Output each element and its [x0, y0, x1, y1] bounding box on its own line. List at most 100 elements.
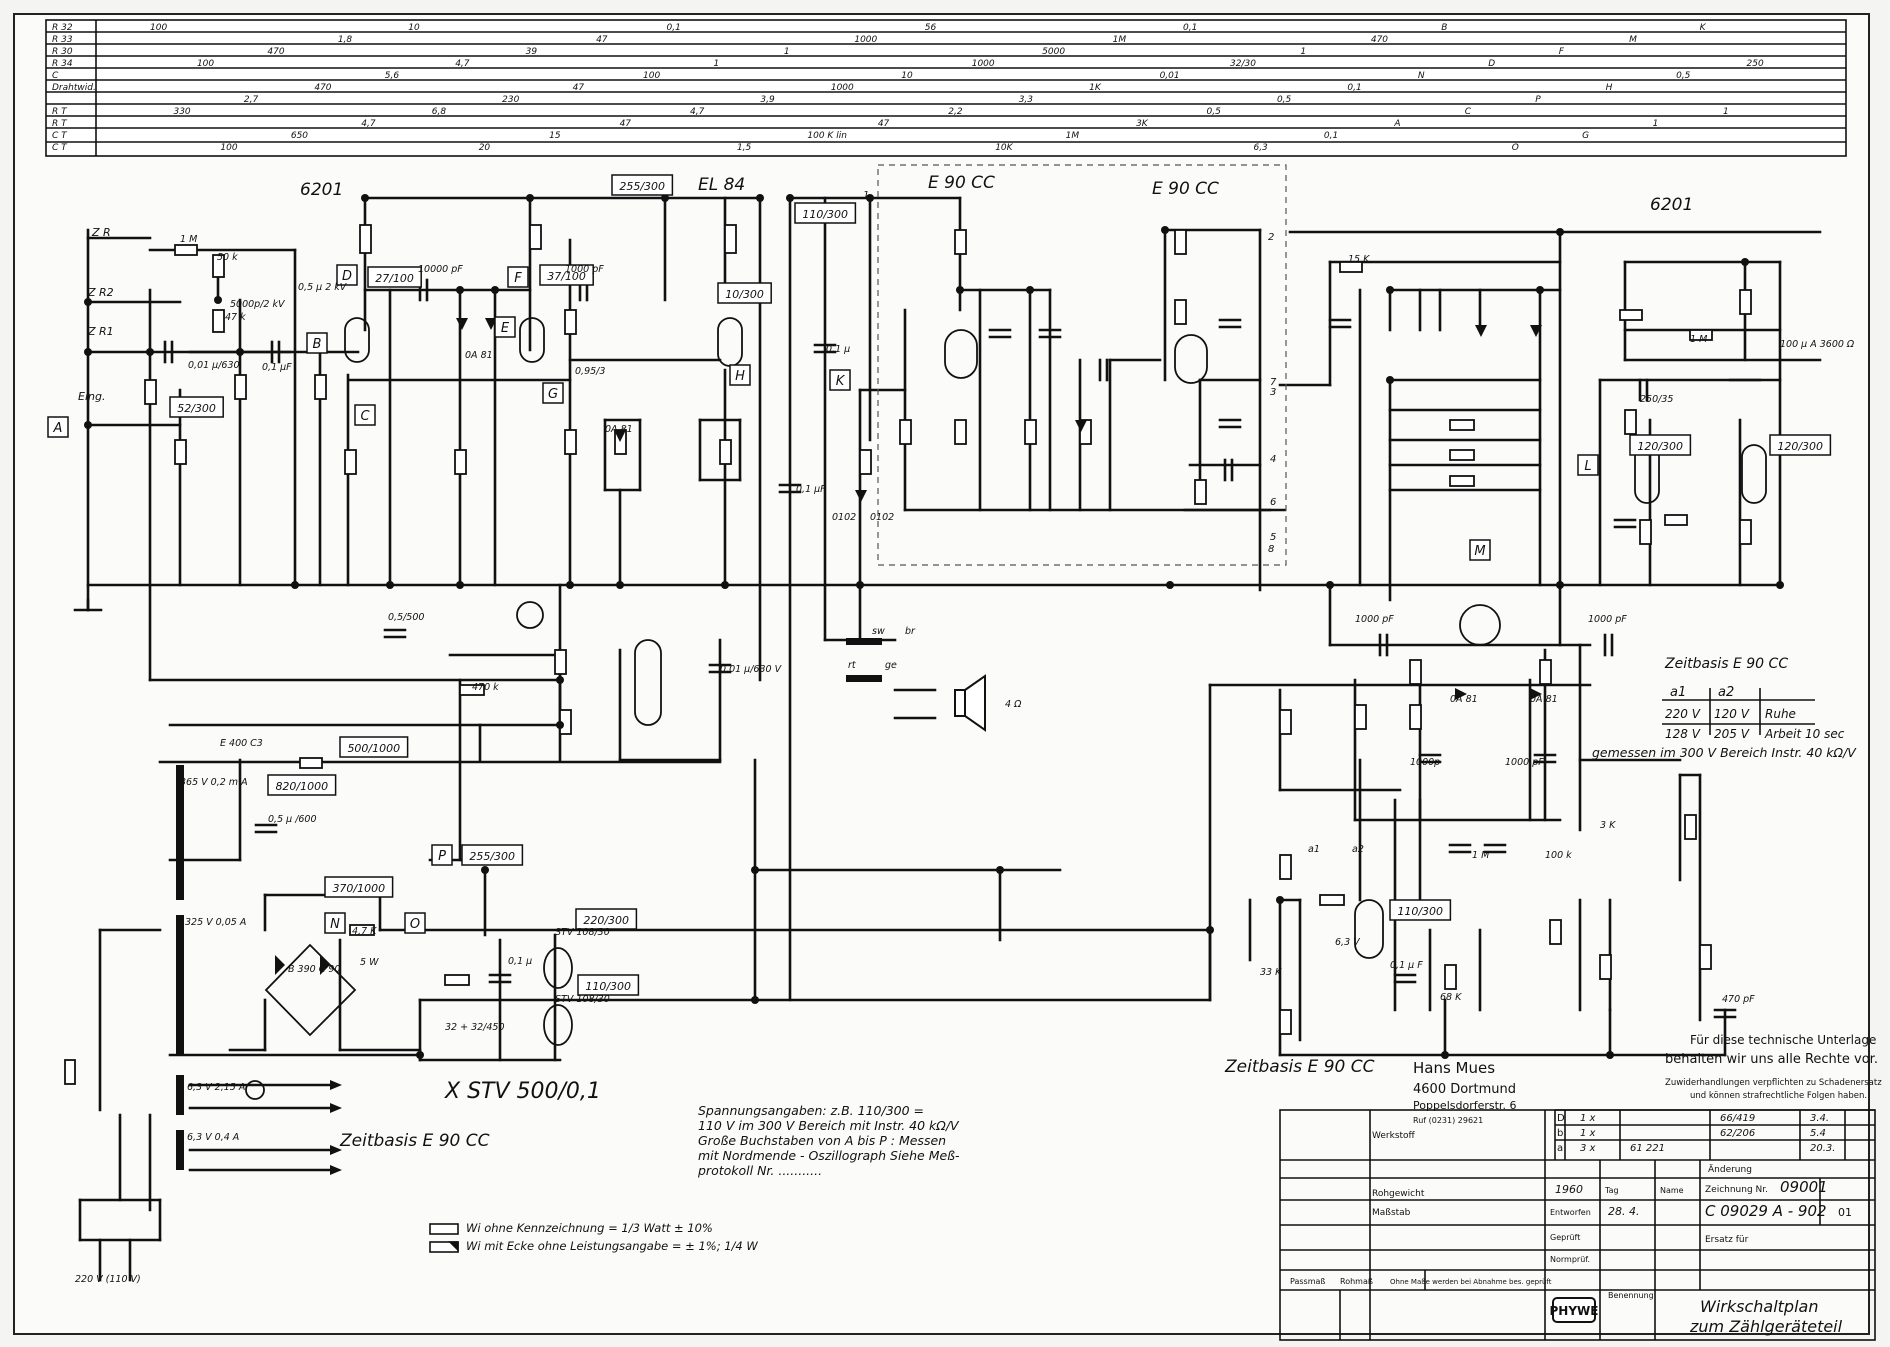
- parts-cell: 100: [150, 23, 167, 33]
- section-title: Zeitbasis E 90 CC: [1224, 1057, 1375, 1077]
- voltage-value: 500/1000: [347, 742, 400, 755]
- drawing-subtitle: zum Zählgeräteteil: [1689, 1317, 1843, 1336]
- parts-cell: 0,1: [1183, 23, 1197, 33]
- rights-notice: Für diese technische Unterlage: [1690, 1033, 1876, 1047]
- parts-cell: N: [1418, 71, 1425, 81]
- component-label: 0A 81: [1450, 694, 1478, 705]
- voltage-box: 500/1000: [339, 736, 409, 758]
- parts-cell: 10: [901, 71, 913, 81]
- component-label: 6,3 V: [1335, 937, 1361, 948]
- parts-cell: 1M: [1066, 131, 1080, 141]
- terminal-box: G: [542, 382, 564, 404]
- parts-cell: D: [1488, 59, 1495, 69]
- parts-cell: 47: [596, 35, 608, 45]
- node-number: 5: [1270, 532, 1276, 543]
- terminal-letter: P: [438, 849, 446, 864]
- voltage-value: 110/300: [802, 208, 848, 221]
- component-label: 5000p/2 kV: [230, 299, 286, 310]
- component-label: 0,1 µ: [826, 344, 850, 355]
- parts-cell: A: [1393, 119, 1400, 129]
- component-label: 0,5 µ /600: [268, 814, 317, 825]
- voltage-box: 220/300: [575, 908, 638, 930]
- title-block: [429, 1109, 1876, 1341]
- tb-massstab: Maßstab: [1372, 1208, 1411, 1218]
- input-label: Z R2: [87, 286, 114, 299]
- terminal-box: B: [306, 332, 328, 354]
- node-number: 2: [1268, 232, 1274, 243]
- tube-label-e90cc: E 90 CC: [928, 173, 995, 193]
- component-label: 0,5/500: [388, 612, 424, 623]
- component-label: 15 K: [1348, 254, 1370, 265]
- tb-year: 1960: [1555, 1183, 1583, 1196]
- parts-cell: 56: [925, 23, 937, 33]
- diode-symbols: [275, 318, 1542, 975]
- resistor-legend: Wi ohne Kennzeichnung = 1/3 Watt ± 10%: [466, 1221, 713, 1235]
- component-label: ge: [885, 660, 897, 671]
- timebase-cell: 128 V: [1665, 727, 1701, 741]
- parts-cell: 1,8: [338, 35, 353, 45]
- voltage-value: 255/300: [469, 850, 515, 863]
- parts-cell: 1K: [1089, 83, 1102, 93]
- parts-row-label: R 33: [52, 35, 73, 45]
- parts-cell: 20: [479, 143, 491, 153]
- parts-cell: 470: [1371, 35, 1388, 45]
- component-label: rt: [848, 660, 857, 671]
- parts-cell: 1000: [831, 83, 854, 93]
- terminal-box: E: [494, 316, 516, 338]
- output-arrows: [330, 1080, 342, 1175]
- tb-date: 28. 4.: [1608, 1205, 1640, 1218]
- parts-cell: 100: [220, 143, 237, 153]
- notes-block: Spannungsangaben: z.B. 110/300 =110 V im…: [466, 1103, 1852, 1336]
- tb-zeichnung-label: Zeichnung Nr.: [1705, 1185, 1768, 1195]
- parts-cell: H: [1606, 83, 1613, 93]
- parts-cell: 250: [1747, 59, 1764, 69]
- tb-rev-cell: 20.3.: [1810, 1143, 1835, 1154]
- junction-dots: [84, 194, 1784, 1059]
- terminal-letter: O: [410, 917, 420, 932]
- component-label: 3 K: [1600, 820, 1616, 831]
- rights-notice: Zuwiderhandlungen verpflichten zu Schade…: [1665, 1078, 1882, 1088]
- voltage-value: 120/300: [1637, 440, 1683, 453]
- terminal-letter: L: [1584, 459, 1591, 474]
- node-number: 7: [1270, 377, 1277, 388]
- component-label: br: [905, 626, 916, 637]
- parts-cell: K: [1700, 23, 1707, 33]
- node-number: 1: [863, 190, 869, 201]
- component-label: sw: [872, 626, 885, 637]
- voltage-value: 10/300: [725, 288, 764, 301]
- tb-werkstoff: Werkstoff: [1372, 1131, 1416, 1141]
- parts-cell: 1000: [972, 59, 995, 69]
- parts-cell: 1: [1723, 107, 1729, 117]
- terminal-box: F: [507, 266, 529, 288]
- component-label: 0,1 µ F: [1390, 960, 1423, 971]
- component-label: 0,1 µ: [508, 956, 532, 967]
- parts-cell: 230: [502, 95, 519, 105]
- section-title: Zeitbasis E 90 CC: [1664, 656, 1788, 672]
- timebase-header: a1: [1670, 685, 1686, 700]
- terminal-box: D: [336, 264, 358, 286]
- component-label: B 390 C 90: [288, 964, 340, 975]
- parts-cell: 0,5: [1676, 71, 1691, 81]
- input-label: Z R: [91, 226, 111, 239]
- timebase-table: [1662, 688, 1815, 735]
- terminal-letter: N: [330, 917, 340, 932]
- voltage-value: 820/1000: [275, 780, 328, 793]
- resistor-symbols: [64, 224, 1752, 1085]
- parts-row-label: R 32: [52, 23, 73, 33]
- parts-cell: G: [1582, 131, 1589, 141]
- component-label: 1000 pF: [1355, 614, 1394, 625]
- parts-cell: 47: [878, 119, 890, 129]
- tube-label-el84: EL 84: [698, 175, 745, 195]
- tube-label-e90cc: E 90 CC: [1152, 179, 1219, 199]
- timebase-cell: Ruhe: [1765, 707, 1796, 721]
- tb-rev-cell: D: [1557, 1113, 1565, 1124]
- parts-cell: P: [1535, 95, 1541, 105]
- voltage-note-line: 110 V im 300 V Bereich mit Instr. 40 kΩ/…: [698, 1118, 960, 1133]
- tb-rev-cell: b: [1557, 1128, 1563, 1139]
- parts-cell: O: [1512, 143, 1519, 153]
- parts-cell: 470: [267, 47, 284, 57]
- tb-entworfen: Entworfen: [1550, 1208, 1591, 1217]
- parts-row-label: R T: [52, 119, 68, 129]
- parts-cell: 4,7: [455, 59, 470, 69]
